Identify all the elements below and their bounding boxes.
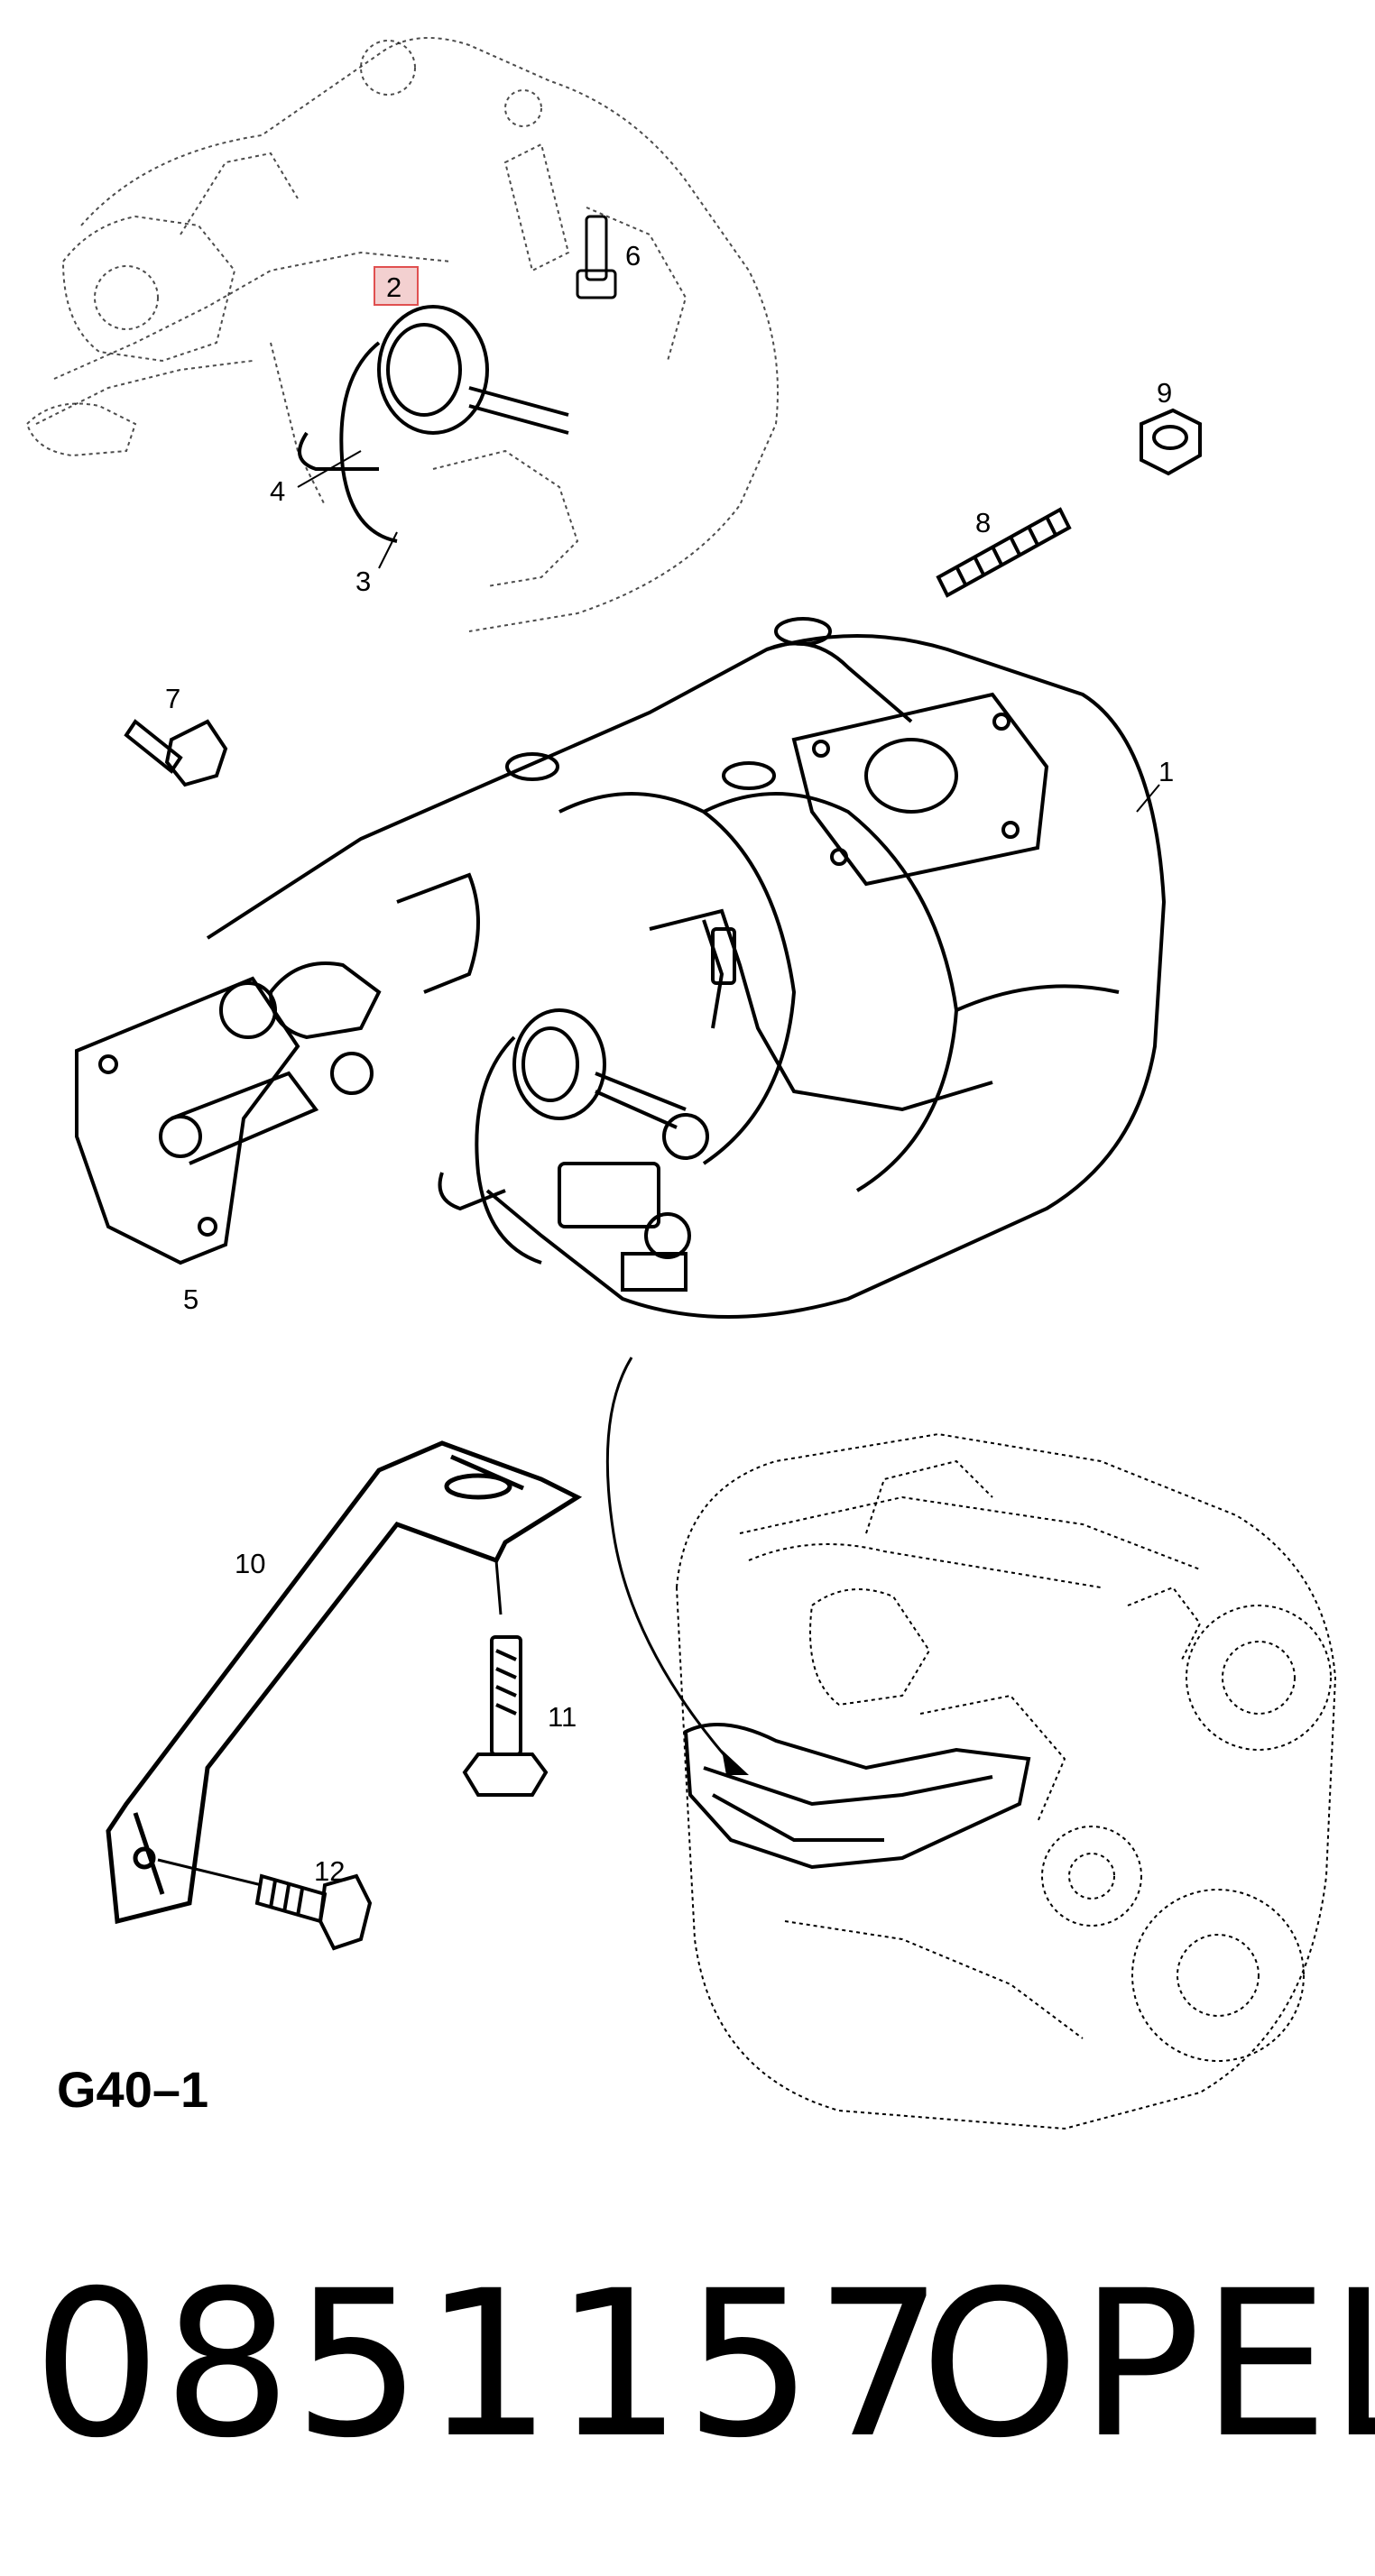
callout-11: 11 bbox=[548, 1701, 577, 1733]
callout-4: 4 bbox=[270, 475, 285, 507]
location-pointer-line bbox=[605, 1357, 737, 1769]
figure-code: G40–1 bbox=[57, 2061, 208, 2118]
callout-10: 10 bbox=[235, 1548, 265, 1579]
bolt-7 bbox=[124, 719, 228, 787]
leader-lines bbox=[297, 450, 1160, 813]
intake-manifold-1 bbox=[75, 617, 1167, 1319]
callout-labels: 1 2 3 4 5 6 7 8 9 10 11 12 G40–1 bbox=[57, 240, 1174, 2118]
nut-9 bbox=[1140, 408, 1202, 476]
callout-5: 5 bbox=[183, 1283, 198, 1315]
part-number: 0851157 bbox=[32, 2247, 946, 2482]
bracket-10 bbox=[106, 1440, 583, 1925]
stud-8 bbox=[936, 507, 1072, 598]
callout-8: 8 bbox=[975, 507, 991, 538]
bolt-12 bbox=[254, 1873, 373, 1951]
engine-manifold-highlight bbox=[683, 1723, 1031, 1870]
detail-view-vacuum-unit bbox=[25, 37, 779, 632]
callout-3: 3 bbox=[355, 566, 371, 597]
engine-overview bbox=[675, 1432, 1337, 2130]
callout-6: 6 bbox=[625, 240, 641, 271]
brand-name: OPEL bbox=[920, 2247, 1375, 2482]
callout-1: 1 bbox=[1158, 756, 1174, 787]
location-pointer-arrow bbox=[722, 1750, 749, 1775]
callout-12: 12 bbox=[314, 1855, 345, 1887]
bolt-11 bbox=[462, 1559, 549, 1797]
callout-9: 9 bbox=[1157, 377, 1172, 409]
callout-2: 2 bbox=[386, 271, 401, 303]
callout-2-highlight bbox=[374, 266, 419, 306]
callout-7: 7 bbox=[165, 683, 180, 714]
exploded-parts-diagram: 1 2 3 4 5 6 7 8 9 10 11 12 G40–1 bbox=[25, 37, 1337, 2130]
